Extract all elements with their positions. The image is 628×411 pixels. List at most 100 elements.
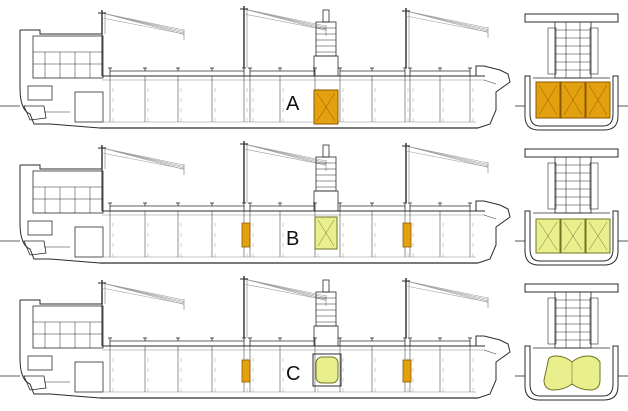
crane-icon — [240, 6, 327, 68]
cargo-tank-yellow — [315, 356, 339, 384]
tank-cross — [538, 84, 558, 116]
bow — [475, 200, 511, 264]
structure-rect — [313, 190, 339, 212]
structure-line — [483, 349, 497, 355]
tank-cross — [588, 84, 608, 116]
crane-jib — [101, 17, 185, 35]
tank-cross — [316, 92, 336, 122]
engine-room — [74, 91, 104, 123]
structure-line — [483, 214, 497, 220]
crane-jib — [243, 283, 327, 301]
engine-room — [74, 226, 104, 258]
structure-path — [19, 299, 103, 399]
structure-rect — [547, 297, 557, 345]
section-top-deck — [524, 13, 619, 23]
rudder-box — [27, 85, 53, 101]
structure-line — [483, 79, 497, 85]
cross-section-icon — [515, 13, 628, 131]
tank-tower — [313, 279, 339, 347]
tank-cross — [317, 219, 335, 247]
bow — [475, 335, 511, 399]
engine-room — [74, 361, 104, 393]
crane-jib — [101, 282, 185, 305]
variant-row-c: C — [0, 276, 628, 401]
crane-jib — [405, 145, 489, 168]
structure-path — [19, 29, 103, 129]
structure-rect — [322, 144, 330, 158]
crane-icon — [402, 278, 489, 338]
tank-cross — [588, 221, 608, 251]
crane-jib — [243, 13, 327, 31]
cargo-tank-orange — [241, 222, 251, 248]
crane-jib — [101, 152, 185, 170]
tank-cross — [563, 221, 583, 251]
structure-path — [19, 164, 103, 264]
crane-jib — [243, 278, 327, 301]
cargo-tank-orange — [402, 359, 412, 383]
tank-cross — [538, 221, 558, 251]
structure-rect — [322, 279, 330, 293]
crane-icon — [98, 145, 185, 175]
structure-rect — [589, 27, 599, 75]
section-tower — [554, 291, 592, 349]
crane-icon — [240, 276, 327, 338]
crane-icon — [98, 10, 185, 40]
ship-profile-icon — [0, 276, 511, 399]
tank-cross — [563, 84, 583, 116]
variant-label: B — [286, 228, 299, 250]
crane-icon — [240, 141, 327, 203]
structure-rect — [589, 297, 599, 345]
crane-jib — [405, 280, 489, 303]
cross-section-icon — [515, 283, 628, 401]
rudder — [23, 375, 47, 391]
structure-rect — [589, 162, 599, 210]
cargo-tank-orange — [241, 359, 251, 383]
crane-icon — [402, 143, 489, 203]
crane-jib — [405, 10, 489, 33]
structure-rect — [547, 27, 557, 75]
variant-row-a: A — [0, 6, 628, 131]
structure-rect — [547, 162, 557, 210]
crane-icon — [98, 280, 185, 310]
crane-jib — [243, 148, 327, 166]
crane-jib — [405, 285, 489, 303]
superstructure — [32, 35, 104, 79]
superstructure — [32, 305, 104, 349]
crane-jib — [405, 150, 489, 168]
crane-jib — [101, 147, 185, 170]
variant-row-b: B — [0, 141, 628, 266]
crane-icon — [402, 8, 489, 68]
crane-jib — [243, 8, 327, 31]
section-hull — [524, 345, 619, 401]
crane-jib — [101, 287, 185, 305]
rudder-box — [27, 220, 53, 236]
structure-rect — [322, 9, 330, 23]
section-top-deck — [524, 148, 619, 158]
variant-label: A — [286, 93, 300, 115]
variant-label: C — [286, 363, 300, 385]
crane-jib — [243, 143, 327, 166]
structure-rect — [565, 291, 581, 349]
ship-profile-icon — [0, 6, 511, 129]
section-top-deck — [524, 283, 619, 293]
tank-tower — [313, 9, 339, 77]
superstructure — [32, 170, 104, 214]
rudder-box — [27, 355, 53, 371]
tank-frame — [312, 353, 342, 387]
crane-jib — [405, 15, 489, 33]
structure-rect — [565, 21, 581, 79]
tank-tower — [313, 144, 339, 212]
section-hull — [524, 210, 619, 266]
structure-rect — [313, 55, 339, 77]
cargo-tank-yellow — [560, 218, 586, 254]
rudder — [23, 240, 47, 256]
bow — [475, 65, 511, 129]
structure-rect — [313, 325, 339, 347]
section-tower — [554, 156, 592, 214]
cross-section-icon — [515, 148, 628, 266]
ship-profile-icon — [0, 141, 511, 264]
structure-rect — [565, 156, 581, 214]
crane-jib — [101, 12, 185, 35]
rudder — [23, 105, 47, 121]
